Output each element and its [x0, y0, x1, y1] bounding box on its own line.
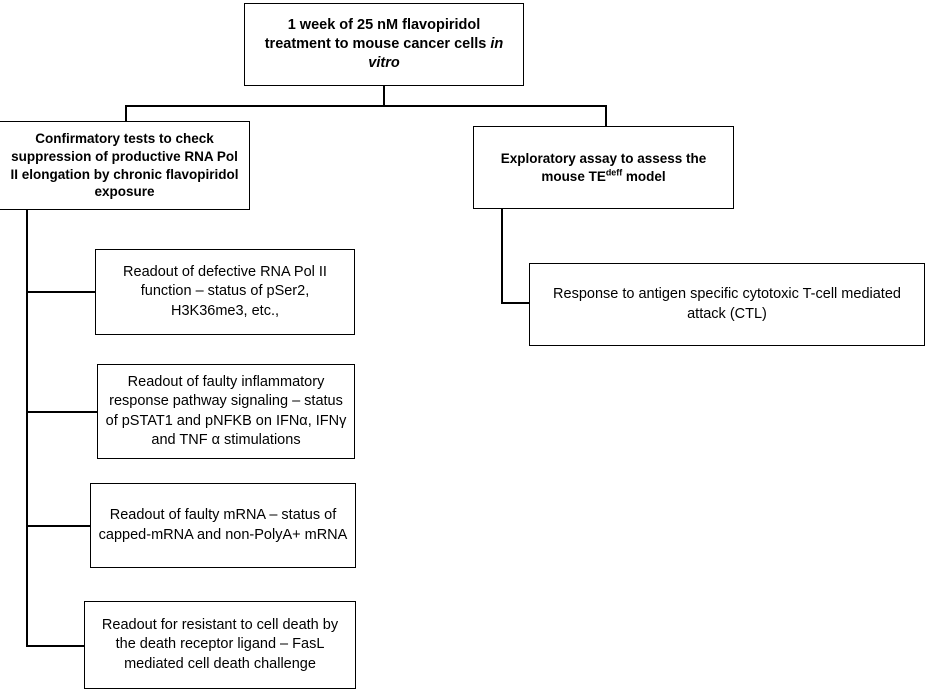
connector-right-branch-ctl: [501, 302, 530, 304]
connector-root-stem: [383, 85, 385, 106]
connector-left-branch-2: [26, 411, 98, 413]
node-readout-1-box[interactable]: Readout of defective RNA Pol II function…: [95, 249, 355, 335]
node-root-box[interactable]: 1 week of 25 nM flavopiridol treatment t…: [244, 3, 524, 86]
node-branch-left-box[interactable]: Confirmatory tests to check suppression …: [0, 121, 250, 210]
connector-left-branch-1: [26, 291, 96, 293]
node-branch-right-label: Exploratory assay to assess the mouse TE…: [500, 150, 707, 184]
node-branch-right-box[interactable]: Exploratory assay to assess the mouse TE…: [473, 126, 734, 209]
node-readout-ctl-box[interactable]: Response to antigen specific cytotoxic T…: [529, 263, 925, 346]
connector-left-spine: [26, 209, 28, 646]
node-readout-4-box[interactable]: Readout for resistant to cell death by t…: [84, 601, 356, 689]
connector-left-branch-4: [26, 645, 85, 647]
node-readout-3-label: Readout of faulty mRNA – status of cappe…: [98, 507, 348, 543]
connector-root-split-bar: [125, 105, 606, 107]
node-root-label: 1 week of 25 nM flavopiridol treatment t…: [264, 16, 504, 72]
node-readout-2-label: Readout of faulty inflammatory response …: [105, 374, 347, 448]
connector-left-branch-3: [26, 525, 91, 527]
node-readout-4-label: Readout for resistant to cell death by t…: [101, 617, 339, 672]
node-readout-2-box[interactable]: Readout of faulty inflammatory response …: [97, 364, 355, 459]
node-readout-1-label: Readout of defective RNA Pol II function…: [123, 264, 327, 319]
connector-right-spine: [501, 209, 503, 303]
connector-drop-left-branch: [125, 105, 127, 122]
connector-drop-right-branch: [605, 105, 607, 127]
node-branch-left-label: Confirmatory tests to check suppression …: [10, 130, 239, 200]
node-readout-3-box[interactable]: Readout of faulty mRNA – status of cappe…: [90, 483, 356, 568]
node-readout-ctl-label: Response to antigen specific cytotoxic T…: [553, 286, 901, 322]
